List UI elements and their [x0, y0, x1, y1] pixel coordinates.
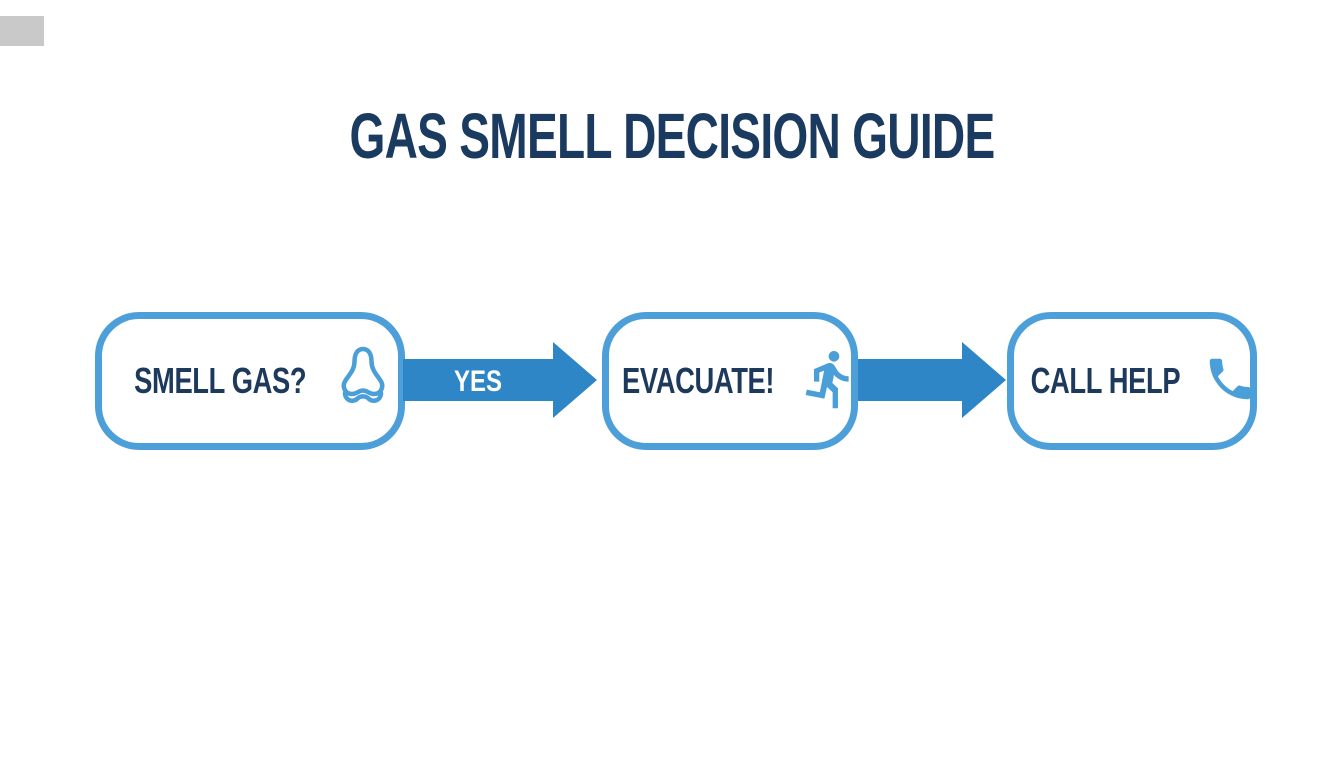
node-label-call-help: CALL HELP: [1030, 360, 1180, 401]
running-person-icon: [798, 345, 862, 418]
node-label-smell-gas: SMELL GAS?: [133, 360, 307, 401]
phone-icon: [1203, 350, 1257, 413]
node-label-evacuate: EVACUATE!: [621, 360, 775, 401]
arrow-plain: [858, 342, 1006, 418]
flow-node-smell-gas: SMELL GAS?: [95, 312, 405, 450]
flow-node-call-help: CALL HELP: [1007, 312, 1257, 450]
arrow-yes-label: YES: [453, 365, 503, 398]
flow-node-evacuate: EVACUATE!: [602, 312, 858, 450]
page-title: GAS SMELL DECISION GUIDE: [349, 100, 996, 172]
corner-scan-artifact: [0, 16, 44, 46]
arrow-yes: [403, 342, 597, 418]
nose-icon: [333, 345, 393, 418]
